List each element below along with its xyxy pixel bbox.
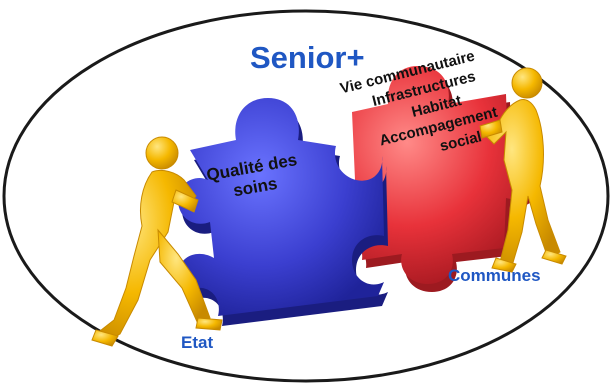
blue-puzzle-piece — [177, 98, 388, 326]
etat-label: Etat — [181, 333, 214, 352]
communes-label: Communes — [448, 266, 541, 285]
enclosing-ellipse — [2, 9, 610, 383]
right-figure — [479, 67, 567, 273]
diagram-title: Senior+ — [250, 40, 365, 75]
left-figure — [91, 136, 223, 347]
